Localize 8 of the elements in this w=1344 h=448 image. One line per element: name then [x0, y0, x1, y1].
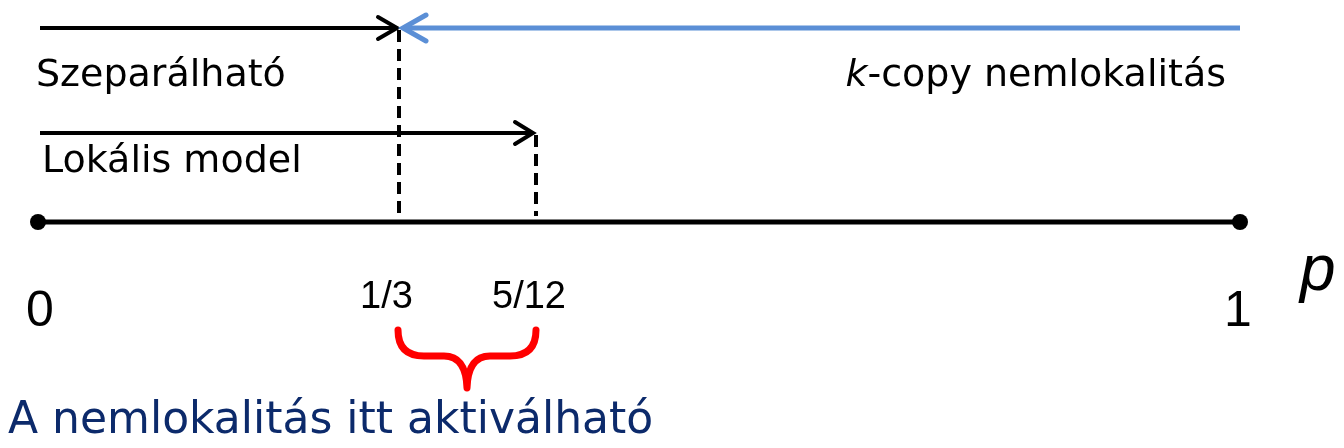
range-label: Szeparálható [36, 54, 286, 92]
tick-label: 1 [1224, 284, 1252, 334]
annotation-text: A nemlokalitás itt aktiválható [8, 396, 654, 440]
range-label: k-copy nemlokalitás [845, 54, 1226, 92]
tick-label: 0 [26, 284, 54, 334]
range-label: Lokális model [42, 140, 302, 178]
tick-label: 5/12 [492, 276, 566, 314]
tick-label: 1/3 [360, 276, 413, 314]
